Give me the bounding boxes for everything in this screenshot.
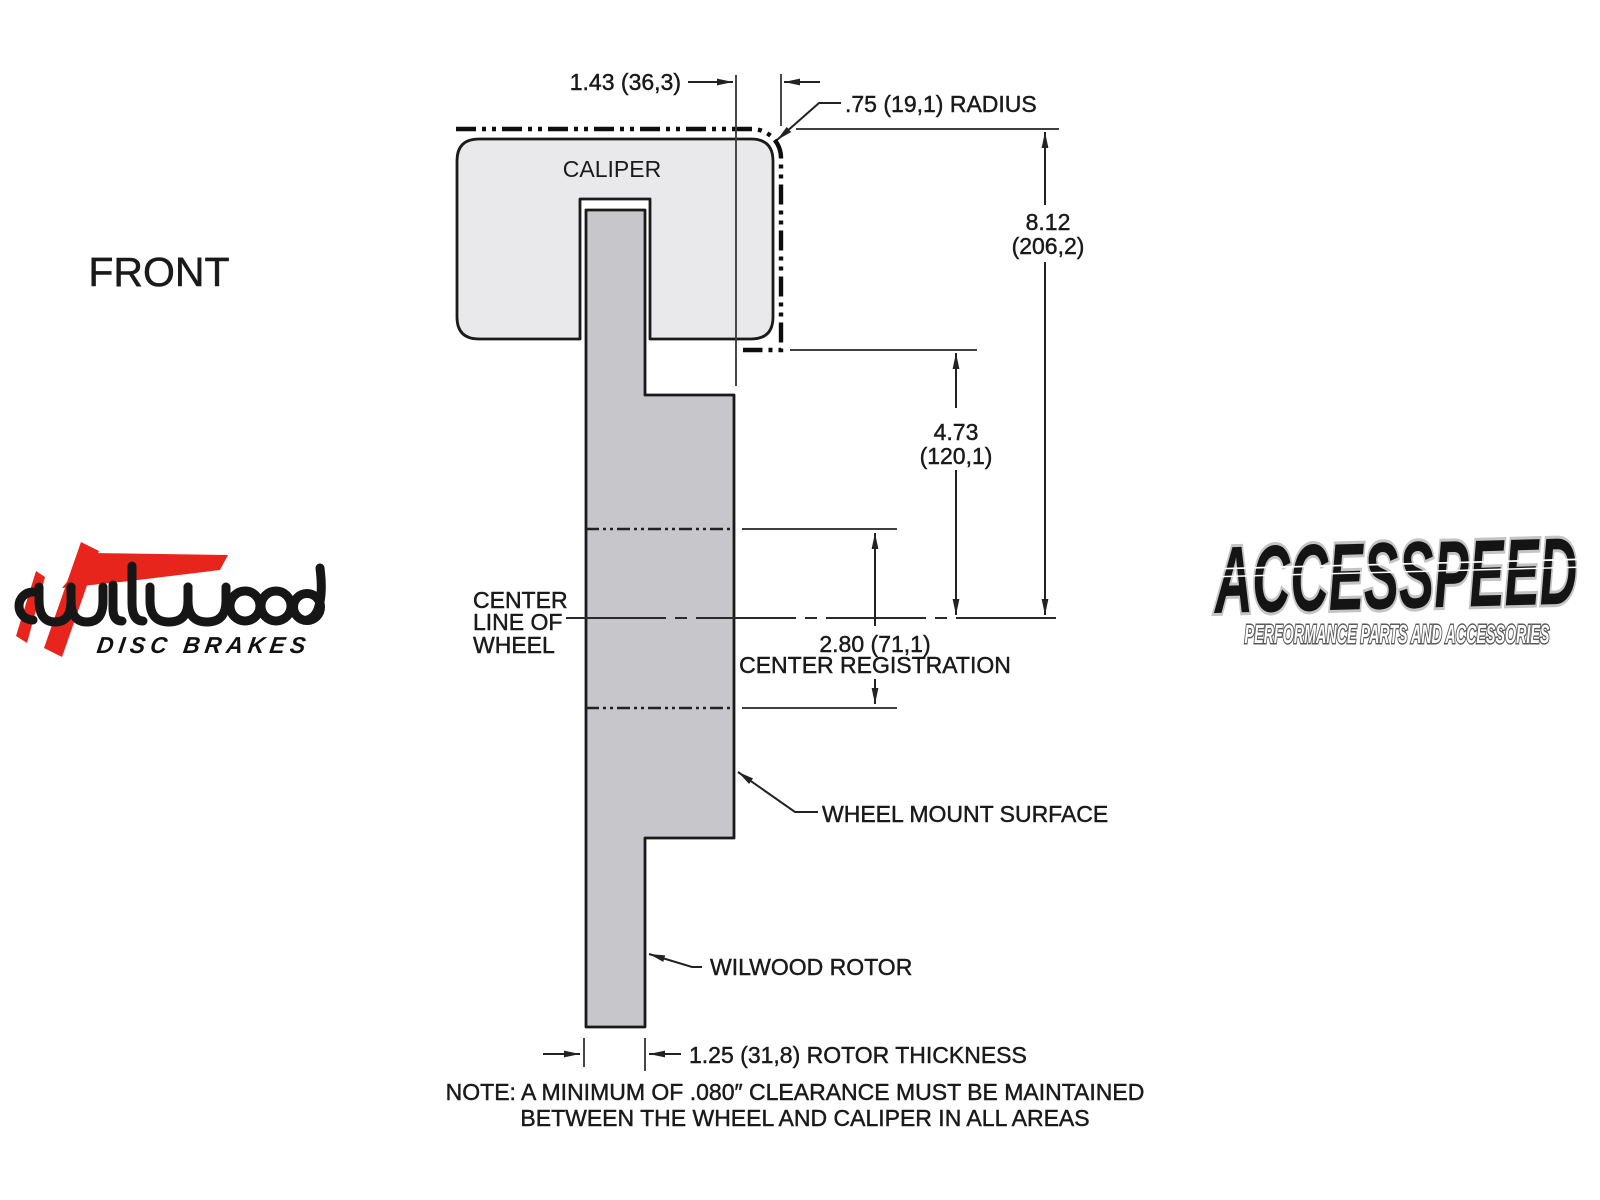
svg-text:PERFORMANCE PARTS AND ACCESSOR: PERFORMANCE PARTS AND ACCESSORIES [1245,621,1550,650]
svg-text:NOTE: A MINIMUM OF .080″ CLEAR: NOTE: A MINIMUM OF .080″ CLEARANCE MUST … [446,1079,1145,1105]
svg-text:4.73: 4.73 [934,419,979,445]
svg-text:FRONT: FRONT [88,249,229,295]
svg-text:CENTER REGISTRATION: CENTER REGISTRATION [739,652,1011,678]
svg-text:WHEEL: WHEEL [473,632,555,658]
svg-text:(120,1): (120,1) [920,443,993,469]
svg-text:BETWEEN THE WHEEL AND CALIPER: BETWEEN THE WHEEL AND CALIPER IN ALL ARE… [520,1105,1089,1131]
svg-text:WHEEL MOUNT SURFACE: WHEEL MOUNT SURFACE [822,801,1108,827]
svg-text:(206,2): (206,2) [1012,233,1085,259]
svg-text:WILWOOD ROTOR: WILWOOD ROTOR [710,954,912,980]
svg-text:1.25 (31,8) ROTOR THICKNESS: 1.25 (31,8) ROTOR THICKNESS [689,1042,1027,1068]
svg-text:8.12: 8.12 [1026,209,1071,235]
svg-text:DISC BRAKES: DISC BRAKES [95,632,312,658]
svg-text:1.43 (36,3): 1.43 (36,3) [570,69,681,95]
svg-text:LINE OF: LINE OF [473,609,562,635]
svg-text:.75 (19,1) RADIUS: .75 (19,1) RADIUS [845,91,1037,117]
svg-text:ACCESSPEED: ACCESSPEED [1211,518,1578,634]
svg-text:2.80 (71,1): 2.80 (71,1) [819,631,930,657]
svg-text:CALIPER: CALIPER [563,156,661,182]
svg-text:CENTER: CENTER [473,587,568,613]
